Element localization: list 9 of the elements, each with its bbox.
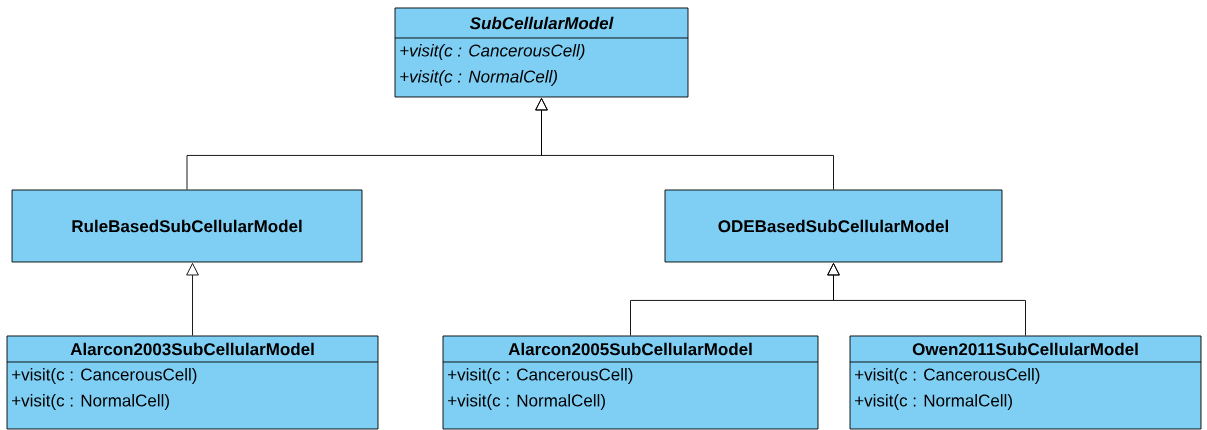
- inheritance-arrow: [535, 98, 834, 190]
- class-box: Alarcon2003SubCellularModel +visit(c : CancerousCell) +visit(c : NormalCell): [6, 335, 379, 430]
- class-box: RuleBasedSubCellularModel: [11, 189, 363, 263]
- class-box: Owen2011SubCellularModel +visit(c : CancerousCell) +visit(c : NormalCell): [849, 335, 1202, 430]
- class-box: SubCellularModel +visit(c : CancerousCell) +visit(c : NormalCell): [394, 7, 689, 98]
- inheritance-arrow: [186, 263, 199, 336]
- class-box: ODEBasedSubCellularModel: [664, 189, 1003, 263]
- inheritance-arrow: [827, 263, 1026, 336]
- class-box: Alarcon2005SubCellularModel +visit(c : CancerousCell) +visit(c : NormalCell): [442, 335, 819, 430]
